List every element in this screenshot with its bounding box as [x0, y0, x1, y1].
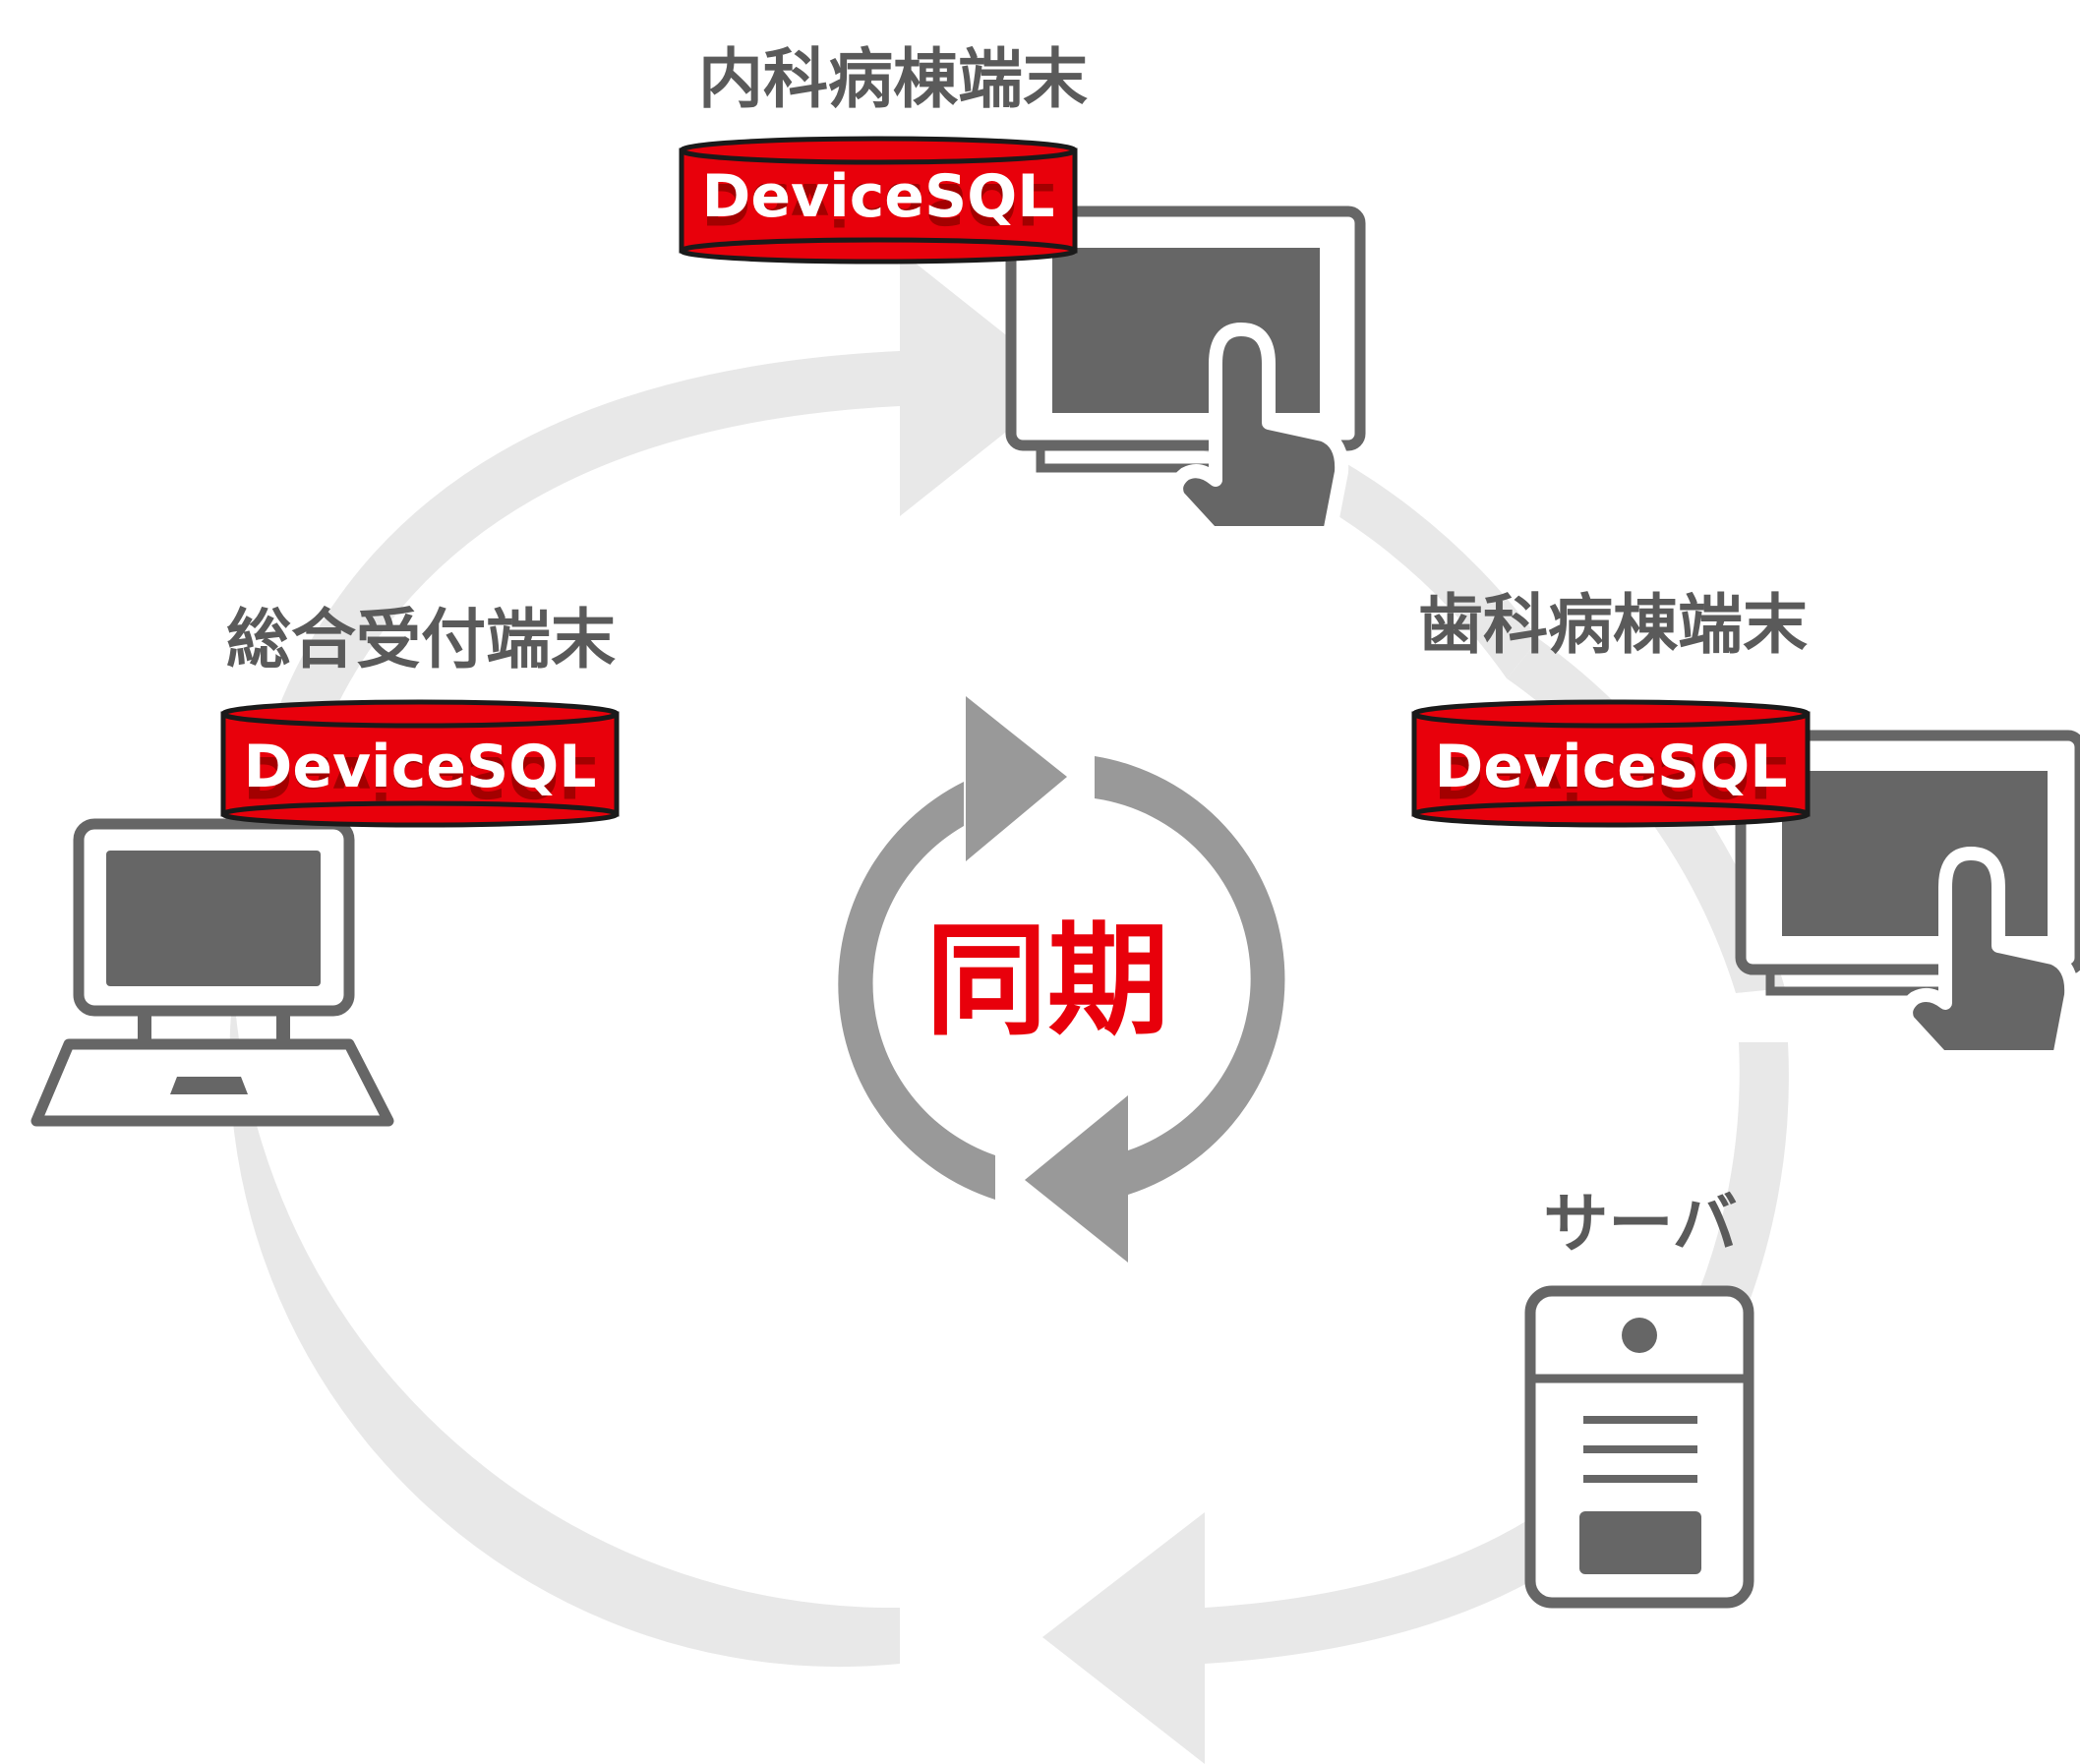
server-node: サーバ — [1524, 1186, 1754, 1609]
database-icon: DeviceSQL DeviceSQL — [220, 699, 620, 828]
database-label: DeviceSQL — [244, 733, 597, 801]
database-label: DeviceSQL — [702, 162, 1055, 231]
laptop-icon — [30, 818, 394, 1127]
tablet-touch-icon — [1735, 730, 2080, 1064]
database-label: DeviceSQL — [1435, 733, 1788, 801]
server-icon — [1524, 1285, 1754, 1609]
database-icon: DeviceSQL DeviceSQL — [1411, 699, 1811, 828]
dental-ward-label: 歯科病棟端末 — [1418, 587, 1808, 663]
database-label-reflection: DeviceSQL — [1435, 741, 1788, 810]
internal-ward-terminal: 内科病棟端末 DeviceSQL DeviceSQL — [679, 41, 1366, 540]
sync-label: 同期 — [925, 911, 1169, 1052]
internal-ward-label: 内科病棟端末 — [698, 41, 1088, 117]
tablet-touch-icon — [1005, 206, 1366, 540]
reception-label: 総合受付端末 — [226, 602, 616, 677]
reception-terminal: 総合受付端末 DeviceSQL DeviceSQL — [30, 602, 620, 1127]
sync-arrows-icon — [838, 696, 1285, 1263]
database-label-reflection: DeviceSQL — [244, 741, 597, 810]
database-icon: DeviceSQL DeviceSQL — [679, 136, 1078, 265]
server-label: サーバ — [1543, 1186, 1737, 1262]
database-label-reflection: DeviceSQL — [702, 168, 1055, 237]
dental-ward-terminal: 歯科病棟端末 DeviceSQL DeviceSQL — [1411, 587, 2080, 1064]
